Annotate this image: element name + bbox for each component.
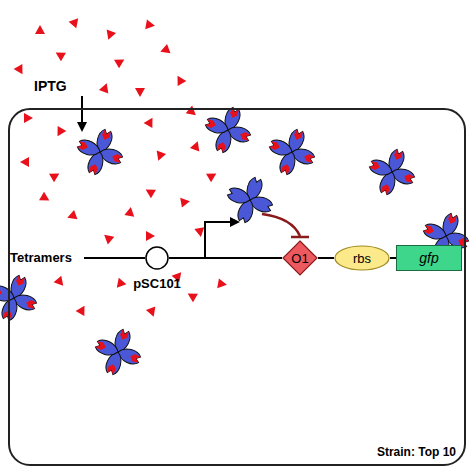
part-label: gfp — [397, 250, 461, 266]
plasmid-origin-label: pSC101 — [133, 276, 181, 291]
part-label: O1 — [282, 251, 318, 266]
ellipse-outline — [335, 246, 389, 270]
circle-outline — [146, 247, 168, 269]
iptg-molecules — [14, 15, 228, 318]
dna-strand — [84, 257, 145, 259]
part-label: rbs — [334, 251, 390, 266]
strain-label: Strain: Top 10 — [377, 445, 456, 459]
dna-connector — [169, 257, 282, 259]
iptg-entry-arrow — [81, 96, 83, 130]
dna-connector — [390, 257, 396, 259]
operator-diamond: O1 — [282, 240, 318, 276]
origin-circle: pSC101 — [145, 246, 169, 270]
protein-label: Tetramers — [10, 250, 72, 265]
laci-tetramers — [0, 106, 470, 376]
dna-connector — [318, 257, 334, 259]
repression-line — [262, 214, 300, 236]
rbs-ellipse: rbs — [334, 245, 390, 271]
gene-box: gfp — [396, 245, 462, 271]
molecule-label: IPTG — [34, 78, 67, 94]
origin-circle-outline — [145, 246, 169, 270]
repression-bar — [291, 236, 309, 239]
cell-boundary: Strain: Top 10 pSC101 O1 rbsgfp — [8, 108, 466, 466]
promoter-arrow — [205, 222, 238, 258]
diamond-outline — [283, 241, 317, 275]
